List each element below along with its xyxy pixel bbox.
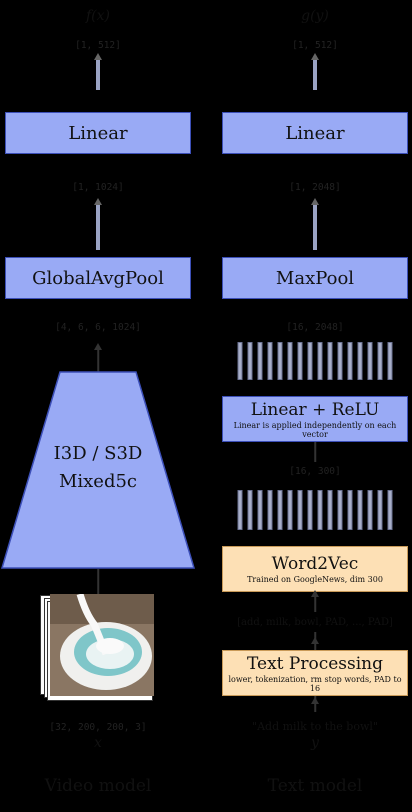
text-w2v-vectors [237,490,393,530]
text-linear-label: Linear [285,122,345,144]
video-backbone-trapezoid [0,371,196,569]
video-linear-block: Linear [5,112,191,154]
text-w2v-out-shape: [16, 300] [289,466,341,477]
text-pool-arrow [313,205,317,250]
video-globalavgpool-block: GlobalAvgPool [5,257,191,299]
video-linear-label: Linear [68,122,128,144]
backbone-line1: I3D / S3D [53,443,143,464]
video-model-footer: Video model [44,776,152,796]
video-input-shape: [32, 200, 200, 3] [49,722,147,733]
text-output-arrow [313,60,317,90]
video-output-shape: [1, 512] [75,40,121,51]
text-linear-relu-block: Linear + ReLU Linear is applied independ… [222,396,408,442]
video-input-var: x [94,735,102,751]
text-pool-out-shape: [1, 2048] [289,182,341,193]
text-linear-block: Linear [222,112,408,154]
text-output-fn: g(y) [301,8,329,24]
text-processing-block: Text Processing lower, tokenization, rm … [222,650,408,696]
text-pool-label: MaxPool [275,267,355,289]
tp-label: Text Processing [247,653,383,674]
text-output-shape: [1, 512] [292,40,338,51]
video-output-fn: f(x) [85,8,111,24]
video-backbone-label: I3D / S3D Mixed5c [0,440,196,496]
text-relu-vectors [237,342,393,380]
video-pool-arrow [96,205,100,250]
relu-label: Linear + ReLU [250,399,380,420]
tp-sub: lower, tokenization, rm stop words, PAD … [228,674,402,693]
text-model-footer: Text model [267,776,363,796]
video-pool-label: GlobalAvgPool [32,267,164,289]
text-relu-out-shape: [16, 2048] [286,322,344,333]
text-word2vec-block: Word2Vec Trained on GoogleNews, dim 300 [222,546,408,592]
text-tokens: [add, milk, bowl, PAD, ..., PAD] [237,617,393,628]
text-input-var: y [311,735,319,751]
text-maxpool-block: MaxPool [222,257,408,299]
text-input-sentence: "Add milk to the bowl" [252,720,378,733]
w2v-label: Word2Vec [271,554,359,574]
relu-sub: Linear is applied independently on each … [233,420,397,439]
video-backbone-shape: [4, 6, 6, 1024] [55,322,141,333]
w2v-sub: Trained on GoogleNews, dim 300 [247,575,383,584]
video-frame-image [50,594,154,696]
video-output-arrow [96,60,100,90]
video-pool-out-shape: [1, 1024] [72,182,124,193]
backbone-line2: Mixed5c [58,471,138,492]
